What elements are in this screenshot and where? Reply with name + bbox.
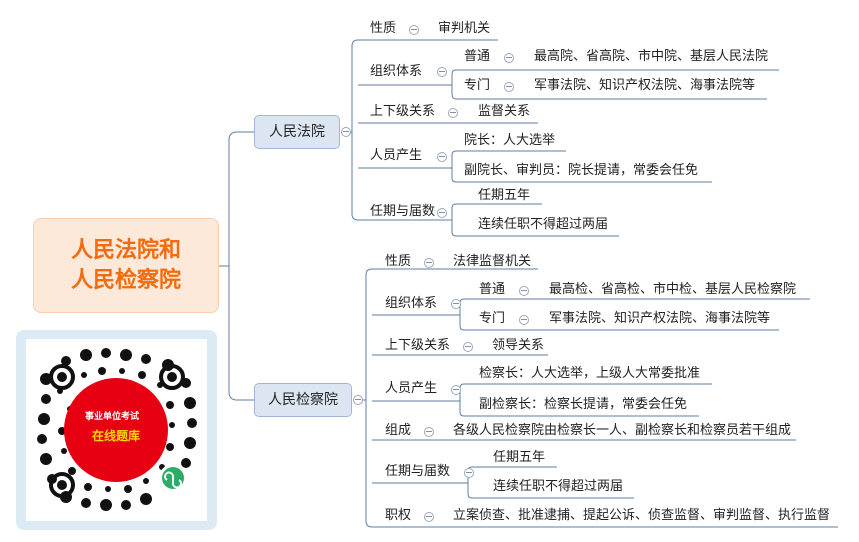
- court-org-special-label: 专门: [464, 78, 491, 93]
- proc-composition-value: 各级人民检察院由检察长一人、副检察长和检察员若干组成: [453, 423, 792, 438]
- proc-org-label: 组织体系: [385, 296, 438, 311]
- collapse-procuratorate-icon[interactable]: [353, 395, 363, 405]
- proc-term-item-2: 连续任职不得超过两届: [493, 479, 624, 494]
- court-term-item-1: 任期五年: [478, 188, 531, 203]
- root-title-line2: 人民检察院: [70, 267, 181, 293]
- proc-personnel-item-1: 检察长：人大选举，上级人大常委批准: [479, 366, 701, 381]
- collapse-proc-org-special-icon[interactable]: [519, 315, 529, 325]
- court-relation-label: 上下级关系: [370, 104, 436, 119]
- branch-procuratorate[interactable]: 人民检察院: [254, 383, 352, 417]
- court-org-normal-label: 普通: [464, 49, 491, 64]
- court-term-label: 任期与届数: [370, 204, 436, 219]
- collapse-proc-personnel-icon[interactable]: [451, 385, 461, 395]
- court-term-item-2: 连续任职不得超过两届: [478, 217, 609, 232]
- court-personnel-item-1: 院长：人大选举: [464, 133, 556, 148]
- collapse-proc-org-icon[interactable]: [451, 299, 461, 309]
- court-personnel-label: 人员产生: [370, 148, 423, 163]
- branch-court[interactable]: 人民法院: [254, 115, 340, 149]
- qr-center-badge: [64, 378, 168, 482]
- proc-personnel-label: 人员产生: [385, 381, 438, 396]
- proc-duty-value: 立案侦查、批准逮捕、提起公诉、侦查监督、审判监督、执行监督: [453, 508, 831, 523]
- qr-label-line1: 事业单位考试: [85, 412, 140, 422]
- proc-nature-label: 性质: [385, 254, 412, 269]
- qr-card: 事业单位考试 在线题库: [16, 330, 217, 530]
- collapse-court-org-special-icon[interactable]: [504, 82, 514, 92]
- proc-org-normal-value: 最高检、省高检、市中检、基层人民检察院: [549, 282, 797, 297]
- collapse-proc-nature-icon[interactable]: [424, 258, 434, 268]
- court-org-label: 组织体系: [370, 64, 423, 79]
- branch-procuratorate-label: 人民检察院: [268, 392, 338, 408]
- proc-relation-label: 上下级关系: [385, 338, 451, 353]
- court-org-normal-value: 最高院、省高院、市中院、基层人民法院: [534, 49, 769, 64]
- proc-duty-label: 职权: [385, 508, 412, 523]
- branch-court-label: 人民法院: [269, 124, 325, 140]
- court-personnel-item-2: 副院长、审判员：院长提请，常委会任免: [464, 163, 699, 178]
- collapse-court-personnel-icon[interactable]: [437, 152, 447, 162]
- collapse-court-icon[interactable]: [341, 127, 351, 137]
- court-relation-value: 监督关系: [478, 104, 531, 119]
- collapse-proc-duty-icon[interactable]: [424, 512, 434, 522]
- proc-term-item-1: 任期五年: [493, 450, 546, 465]
- collapse-court-relation-icon[interactable]: [448, 108, 458, 118]
- proc-composition-label: 组成: [385, 423, 412, 438]
- collapse-court-term-icon[interactable]: [437, 208, 447, 218]
- collapse-court-org-icon[interactable]: [437, 67, 447, 77]
- proc-org-normal-label: 普通: [479, 282, 506, 297]
- court-org-special-value: 军事法院、知识产权法院、海事法院等: [534, 78, 756, 93]
- qr-label-line2: 在线题库: [92, 429, 141, 443]
- proc-personnel-item-2: 副检察长：检察长提请，常委会任免: [479, 397, 688, 412]
- court-nature-label: 性质: [370, 21, 397, 36]
- proc-nature-value: 法律监督机关: [453, 254, 532, 269]
- collapse-proc-term-icon[interactable]: [464, 468, 474, 478]
- root-node[interactable]: 人民法院和 人民检察院: [33, 218, 219, 313]
- proc-org-special-label: 专门: [479, 311, 506, 326]
- qr-code-icon: [37, 348, 197, 511]
- proc-term-label: 任期与届数: [385, 464, 451, 479]
- collapse-court-org-normal-icon[interactable]: [504, 53, 514, 63]
- root-title-line1: 人民法院和: [70, 237, 181, 263]
- proc-org-special-value: 军事法院、知识产权法院、海事法院等: [549, 311, 771, 326]
- qr-code-image[interactable]: 事业单位考试 在线题库: [26, 339, 207, 521]
- collapse-court-nature-icon[interactable]: [409, 25, 419, 35]
- court-nature-value: 审判机关: [438, 21, 491, 36]
- collapse-proc-relation-icon[interactable]: [463, 342, 473, 352]
- proc-relation-value: 领导关系: [492, 338, 545, 353]
- collapse-proc-org-normal-icon[interactable]: [519, 286, 529, 296]
- collapse-proc-composition-icon[interactable]: [424, 427, 434, 437]
